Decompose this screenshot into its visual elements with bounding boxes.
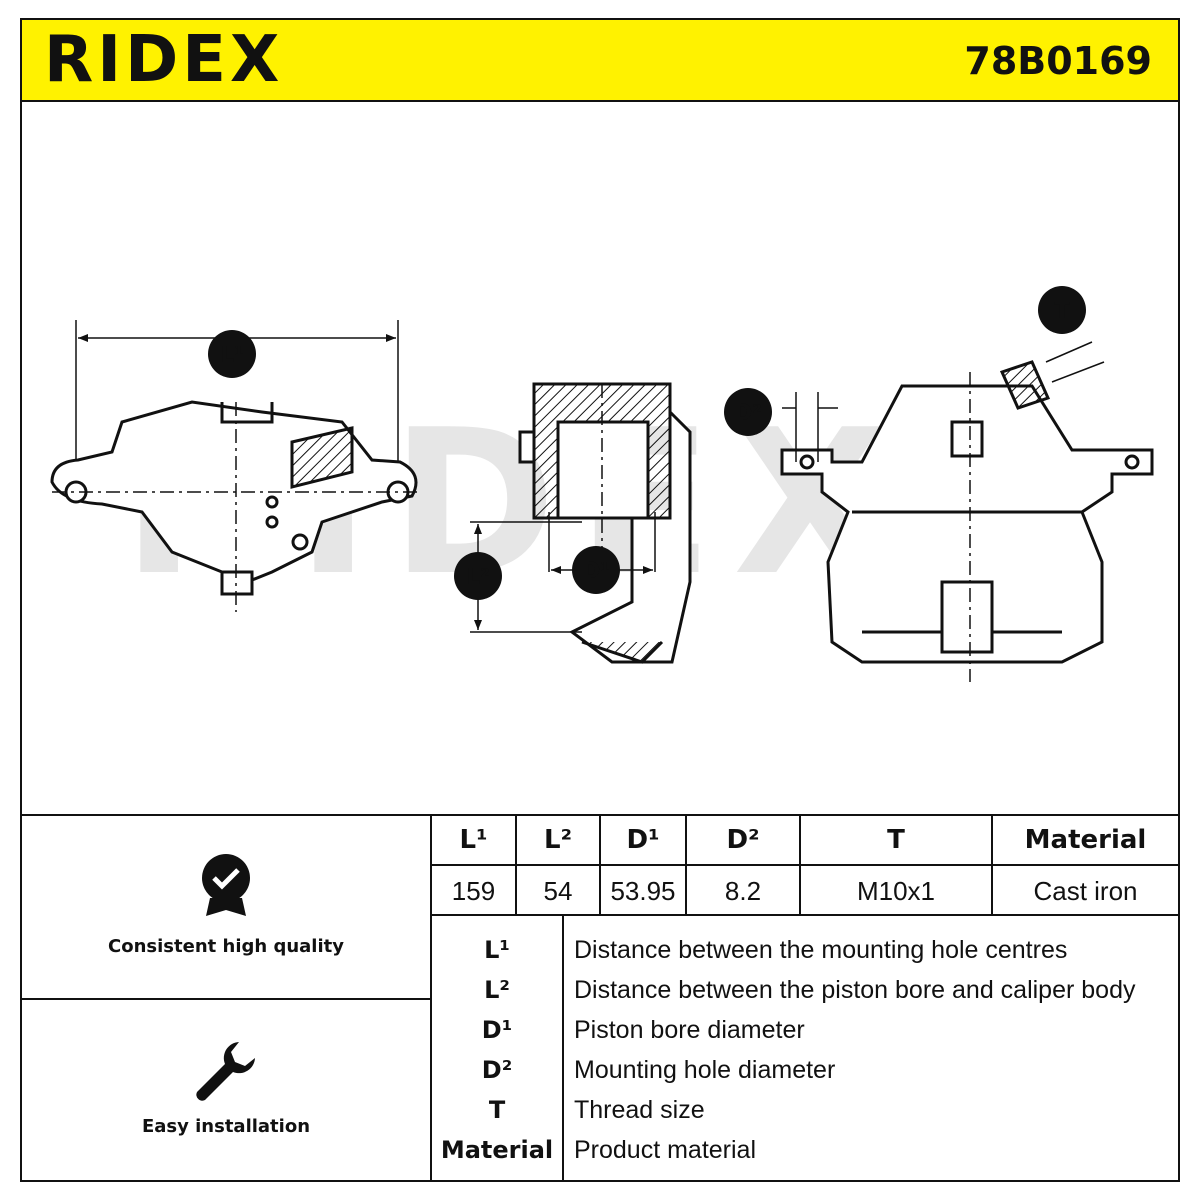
badge-d2: D²: [724, 388, 772, 436]
wrench-icon: [196, 1042, 255, 1101]
legend-desc: Mounting hole diameter: [574, 1056, 836, 1084]
legend-key: D²: [481, 1056, 513, 1084]
spec-header: T: [799, 816, 992, 866]
caliper-side-view: [50, 320, 422, 612]
spec-header: L²: [515, 816, 600, 866]
caliper-front-view: [780, 341, 1154, 682]
spec-table: L¹ L² D¹ D² T Material 159 54 53.95 8.2 …: [432, 816, 1178, 916]
legend-key: L¹: [484, 936, 510, 964]
technical-drawing: RIDEX L¹: [22, 102, 1178, 814]
spec-header: Material: [991, 816, 1178, 866]
legend-desc: Piston bore diameter: [574, 1016, 805, 1044]
legend-desc: Thread size: [574, 1096, 705, 1124]
legend-desc: Distance between the piston bore and cal…: [574, 976, 1136, 1004]
legend-panel: L¹ Distance between the mounting hole ce…: [432, 916, 1178, 1180]
legend-key: D¹: [481, 1016, 513, 1044]
spec-header: D²: [685, 816, 800, 866]
legend-row: T Thread size: [432, 1090, 1178, 1130]
legend-row: L² Distance between the piston bore and …: [432, 970, 1178, 1010]
legend-key: Material: [440, 1136, 554, 1164]
spec-value: Cast iron: [991, 865, 1178, 916]
badge-t: T: [1038, 286, 1086, 334]
legend-desc: Product material: [574, 1136, 757, 1164]
spec-value: 54: [515, 865, 600, 916]
features-panel: Consistent high quality Easy installatio…: [22, 816, 432, 1180]
legend-row: D² Mounting hole diameter: [432, 1050, 1178, 1090]
spec-header: L¹: [432, 816, 516, 866]
spec-value: 8.2: [685, 865, 800, 916]
badge-d1: D¹: [572, 546, 620, 594]
product-sheet: RIDEX 78B0169 RIDEX: [20, 18, 1180, 1182]
badge-l1: L¹: [208, 330, 256, 378]
feature-label: Easy installation: [141, 1116, 311, 1137]
badge-l2: L²: [454, 552, 502, 600]
brand-logo: RIDEX: [44, 23, 284, 97]
badge-l1-text: L¹: [220, 343, 244, 368]
caliper-section-view: [470, 382, 692, 664]
legend-key: L²: [484, 976, 510, 1004]
legend-desc: Distance between the mounting hole centr…: [574, 936, 1068, 964]
feature-installation: Easy installation: [22, 1000, 430, 1180]
legend-row: D¹ Piston bore diameter: [432, 1010, 1178, 1050]
badge-t-text: T: [1054, 299, 1069, 324]
spec-value: M10x1: [799, 865, 992, 916]
badge-d1-text: D¹: [582, 559, 610, 584]
badge-d2-text: D²: [734, 401, 762, 426]
feature-label: Consistent high quality: [108, 936, 344, 957]
legend-divider: [562, 916, 564, 1180]
header-bar: RIDEX 78B0169: [22, 20, 1178, 102]
caliper-drawing: RIDEX L¹: [50, 286, 1154, 682]
part-number: 78B0169: [964, 39, 1152, 83]
legend-row: L¹ Distance between the mounting hole ce…: [432, 930, 1178, 970]
spec-header: D¹: [599, 816, 686, 866]
info-section: Consistent high quality Easy installatio…: [22, 814, 1178, 1180]
feature-quality: Consistent high quality: [22, 816, 430, 1000]
spec-value: 159: [451, 875, 496, 906]
badge-l2-text: L²: [466, 565, 490, 590]
quality-badge-icon: [202, 854, 250, 916]
legend-key: T: [488, 1096, 506, 1124]
spec-value: 53.95: [599, 865, 686, 916]
legend-row: Material Product material: [432, 1130, 1178, 1170]
